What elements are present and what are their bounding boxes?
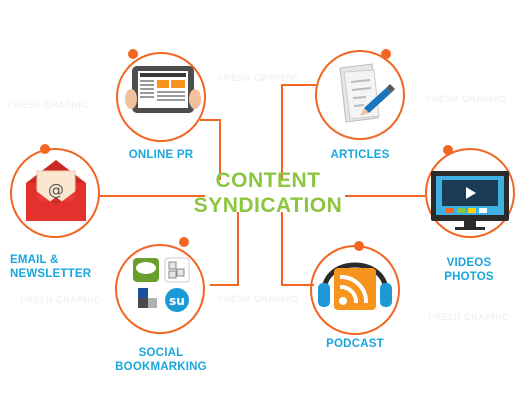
document-pencil-icon [339, 63, 395, 123]
social-bookmark-icons: su [133, 257, 190, 312]
videos-label: VIDEOS PHOTOS [424, 256, 514, 284]
watermark: FRESH GRAPHIC [426, 94, 507, 104]
podcast-node [310, 241, 400, 335]
watermark: FRESH GRAPHIC [20, 295, 101, 305]
connector-lines [100, 84, 425, 286]
social-node: su [115, 237, 205, 334]
email-label-line2: NEWSLETTER [10, 268, 92, 280]
social-label-line2: BOOKMARKING [115, 361, 207, 373]
videos-label-line2: PHOTOS [444, 271, 494, 283]
svg-text:su: su [169, 294, 185, 308]
connector-podcast [281, 212, 314, 286]
watermark: FRESH GRAPHIC [428, 312, 509, 322]
watermark: FRESH GRAPHIC [8, 100, 89, 110]
tablet-news-icon [125, 66, 201, 113]
social-label-line1: SOCIAL [138, 347, 184, 359]
articles-label: ARTICLES [330, 149, 390, 161]
svg-text:@: @ [48, 180, 64, 199]
watermark: FRESH GRAPHIC [218, 73, 299, 83]
online-pr-node [116, 49, 206, 142]
email-node: @ [10, 144, 100, 238]
videos-node [425, 145, 515, 238]
center-title-line2: SYNDICATION [193, 194, 343, 217]
email-label-line1: EMAIL & [10, 254, 59, 266]
watermark: FRESH GRAPHIC [218, 294, 299, 304]
podcast-label: PODCAST [326, 338, 384, 350]
email-label: EMAIL & NEWSLETTER [0, 253, 120, 281]
connector-articles [281, 84, 316, 180]
monitor-video-icon [431, 171, 509, 230]
center-title: CONTENT SYNDICATION [168, 168, 368, 218]
videos-label-line1: VIDEOS [446, 257, 492, 269]
articles-node [315, 49, 405, 140]
envelope-at-icon: @ [26, 160, 86, 221]
online-pr-label: ONLINE PR [128, 149, 194, 161]
social-label: SOCIAL BOOKMARKING [106, 346, 216, 374]
headphones-rss-icon [318, 262, 392, 310]
connector-online-pr [200, 119, 221, 180]
center-title-line1: CONTENT [215, 169, 321, 192]
connector-social [210, 212, 239, 286]
